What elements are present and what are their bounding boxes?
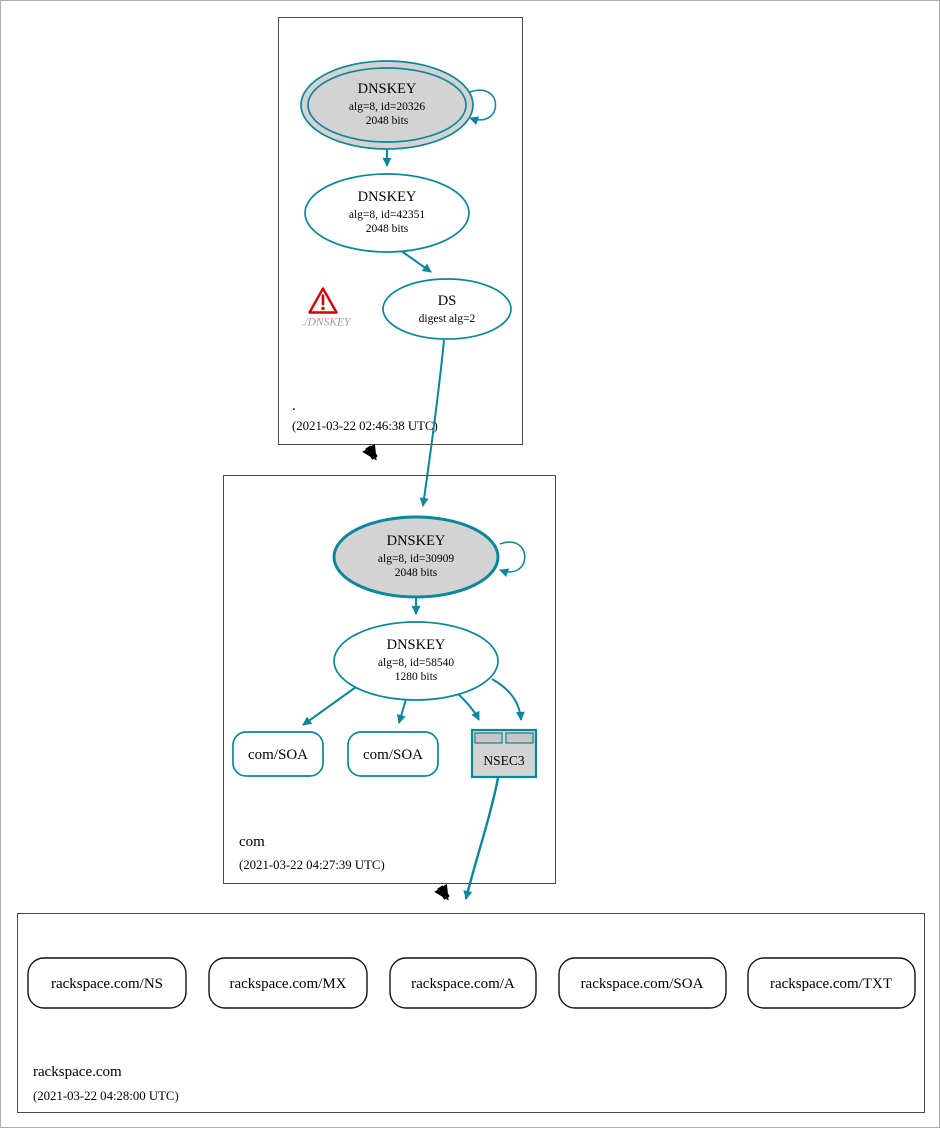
com-zsk-title: DNSKEY (387, 637, 446, 653)
edge-com-ksk-selfsign (499, 541, 526, 577)
rr-mx-box (208, 957, 368, 1009)
rackspace-zone-timestamp: (2021-03-22 04:28:00 UTC) (33, 1089, 179, 1103)
root-ds-node[interactable]: DS digest alg=2 (382, 278, 512, 340)
edge-com-zsk-to-nsec3-a (455, 691, 480, 721)
rackspace-zone-box (17, 913, 925, 1113)
edge-com-zsk-to-soa1 (302, 686, 357, 726)
rr-node-rackspace-mx[interactable]: rackspace.com/MX (208, 957, 368, 1009)
rr-ns-box (27, 957, 187, 1009)
root-ds-title: DS (438, 293, 457, 309)
edge-root-ksk-selfsign (469, 89, 497, 125)
root-ksk-detail1: alg=8, id=20326 (349, 101, 425, 113)
com-soa-node-1[interactable]: com/SOA (232, 731, 324, 777)
edge-ds-to-com-ksk (419, 339, 445, 507)
root-ksk-inner-ellipse (307, 67, 467, 143)
rackspace-zone-name: rackspace.com (33, 1064, 122, 1080)
rr-a-label: rackspace.com/A (411, 976, 515, 992)
root-zone-timestamp: (2021-03-22 02:46:38 UTC) (292, 419, 438, 433)
edge-com-zsk-to-soa2 (396, 698, 407, 724)
root-zone-box (278, 17, 523, 445)
com-ksk-detail1: alg=8, id=30909 (378, 553, 454, 565)
root-ksk-title: DNSKEY (358, 81, 417, 97)
rr-mx-label: rackspace.com/MX (229, 976, 346, 992)
com-soa2-label: com/SOA (363, 747, 423, 763)
rr-node-rackspace-ns[interactable]: rackspace.com/NS (27, 957, 187, 1009)
rr-node-rackspace-txt[interactable]: rackspace.com/TXT (747, 957, 916, 1009)
com-ksk-detail2: 2048 bits (395, 567, 438, 579)
com-soa1-label: com/SOA (248, 747, 308, 763)
root-zsk-dnskey-node[interactable]: DNSKEY alg=8, id=42351 2048 bits (304, 173, 470, 253)
edge-com-to-rackspace-delegation-arrow (434, 883, 450, 901)
com-ksk-title: DNSKEY (387, 533, 446, 549)
com-zone-box (223, 475, 556, 884)
root-zsk-detail2: 2048 bits (366, 223, 409, 235)
rr-ns-label: rackspace.com/NS (51, 976, 163, 992)
rr-txt-label: rackspace.com/TXT (770, 976, 892, 992)
root-zone-name: . (292, 398, 296, 414)
root-ksk-detail2: 2048 bits (366, 115, 409, 127)
rr-soa-label: rackspace.com/SOA (581, 976, 704, 992)
edge-com-zsk-to-nsec3-b (491, 678, 525, 721)
com-soa2-box (347, 731, 439, 777)
edge-nsec3-to-rackspace (463, 777, 500, 900)
root-ds-ellipse (382, 278, 512, 340)
root-zsk-title: DNSKEY (358, 189, 417, 205)
rr-soa-box (558, 957, 727, 1009)
root-warning-label: ./DNSKEY (302, 317, 352, 329)
rr-node-rackspace-soa[interactable]: rackspace.com/SOA (558, 957, 727, 1009)
root-ksk-dnskey-node[interactable]: DNSKEY alg=8, id=20326 2048 bits (300, 60, 474, 150)
nsec3-label: NSEC3 (483, 753, 525, 768)
root-ksk-outer-ellipse (300, 60, 474, 150)
com-zsk-detail2: 1280 bits (395, 671, 438, 683)
root-zsk-detail1: alg=8, id=42351 (349, 209, 425, 221)
nsec3-cell-right (505, 732, 534, 744)
com-zsk-ellipse (333, 621, 499, 701)
edge-root-to-com-delegation-arrow (362, 443, 378, 461)
com-ksk-ellipse (332, 515, 500, 599)
nsec3-node[interactable]: NSEC3 (470, 728, 538, 779)
com-soa1-box (232, 731, 324, 777)
com-ksk-dnskey-node[interactable]: DNSKEY alg=8, id=30909 2048 bits (332, 515, 500, 599)
root-dnskey-warning[interactable]: ./DNSKEY (302, 287, 352, 329)
com-zone-timestamp: (2021-03-22 04:27:39 UTC) (239, 858, 385, 872)
com-zsk-dnskey-node[interactable]: DNSKEY alg=8, id=58540 1280 bits (333, 621, 499, 701)
com-zsk-detail1: alg=8, id=58540 (378, 657, 454, 669)
com-zone-name: com (239, 834, 265, 850)
rr-node-rackspace-a[interactable]: rackspace.com/A (389, 957, 537, 1009)
root-ds-detail1: digest alg=2 (419, 313, 476, 325)
nsec3-cell-left (474, 732, 503, 744)
warning-exclamation-dot (321, 306, 325, 311)
root-zsk-ellipse (304, 173, 470, 253)
edge-root-zsk-to-ds (399, 249, 432, 273)
rr-txt-box (747, 957, 916, 1009)
rr-a-box (389, 957, 537, 1009)
com-soa-node-2[interactable]: com/SOA (347, 731, 439, 777)
